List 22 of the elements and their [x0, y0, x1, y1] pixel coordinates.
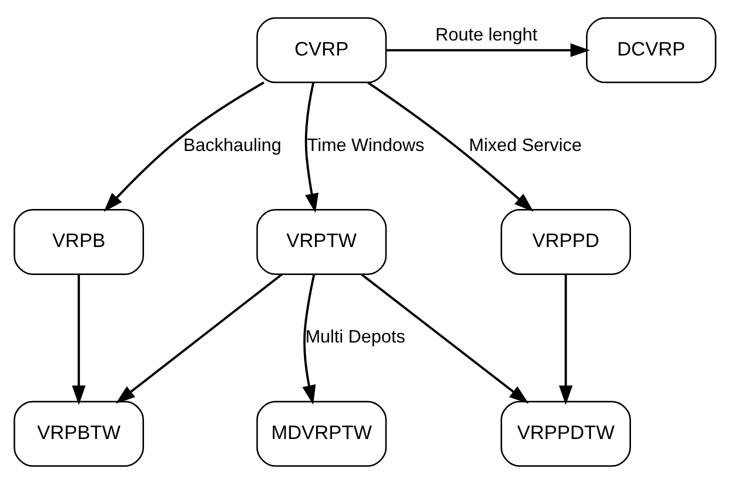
node-box: VRPBTW — [14, 400, 144, 467]
arrow — [72, 274, 86, 405]
node-box: DCVRP — [586, 17, 716, 84]
arrow — [360, 273, 529, 404]
edge-label: Time Windows — [307, 134, 424, 155]
arrow — [104, 82, 264, 212]
edge-label: Multi Depots — [305, 326, 406, 347]
arrow — [302, 274, 316, 405]
edge-label: Backhauling — [183, 134, 282, 155]
arrow — [116, 273, 283, 404]
arrow — [558, 274, 573, 405]
arrow — [367, 82, 534, 212]
node-box: VRPPDTW — [500, 400, 631, 467]
node-box: MDVRPTW — [256, 400, 387, 467]
node-box: VRPB — [14, 209, 144, 275]
arrow — [386, 43, 590, 58]
node-box: CVRP — [256, 17, 387, 84]
edge-label: Mixed Service — [468, 134, 582, 155]
node-box: VRPTW — [256, 209, 387, 275]
arrow — [304, 82, 318, 214]
edge-label: Route lenght — [435, 24, 538, 45]
node-box: VRPPD — [500, 209, 631, 275]
